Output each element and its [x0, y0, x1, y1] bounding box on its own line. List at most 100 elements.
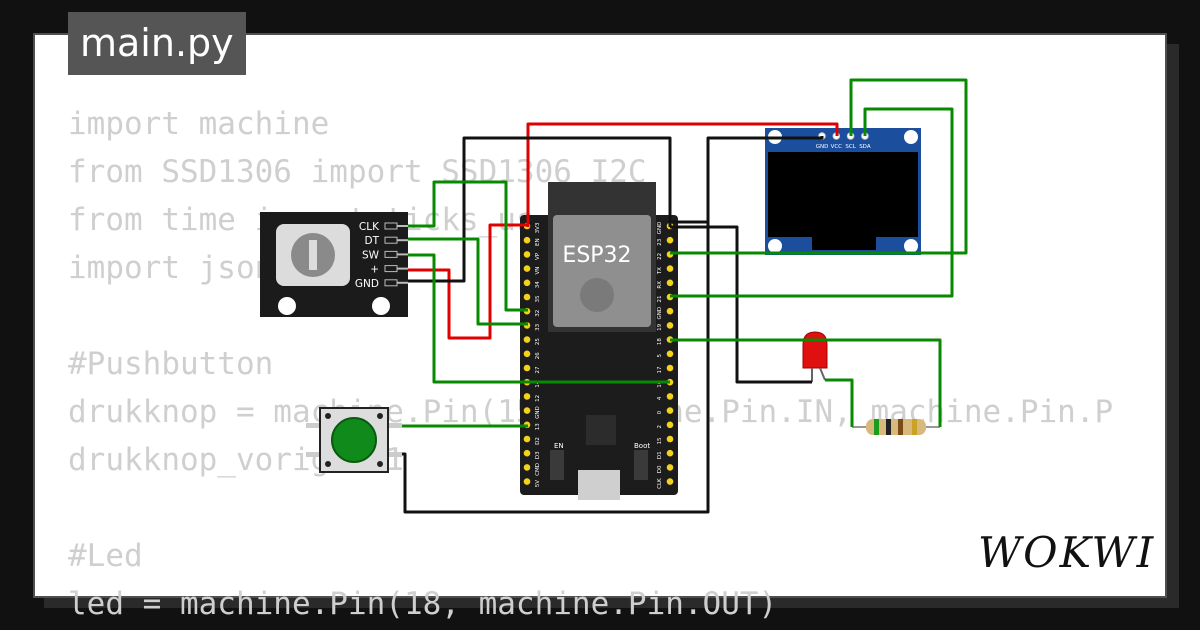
en-button[interactable]: [550, 450, 564, 480]
wire-green-sda: [670, 107, 954, 298]
oled-pin-label: SCL: [845, 144, 856, 150]
esp32-left-pin[interactable]: [523, 265, 531, 272]
esp32-right-pin[interactable]: [666, 350, 674, 358]
esp32-right-pin[interactable]: [666, 322, 674, 329]
encoder-pin-label: DT: [365, 235, 380, 247]
wire-black-gnd-right: [670, 136, 824, 224]
pushbutton-cap-icon[interactable]: [331, 417, 377, 463]
code-line: from time import ticks_us: [68, 202, 535, 238]
esp32-right-pin-label: 22: [657, 253, 663, 260]
esp32-left-pin-label: VP: [535, 252, 541, 260]
esp32-left-pin-label: 35: [535, 295, 541, 302]
pushbutton[interactable]: [306, 407, 402, 473]
esp32-right-pin[interactable]: [666, 478, 674, 485]
esp32-right-pin-label: 17: [657, 366, 663, 373]
boot-button[interactable]: [634, 450, 648, 480]
esp32-left-pin[interactable]: [523, 279, 531, 287]
esp32-left-pin[interactable]: [523, 251, 531, 258]
esp32-right-pin-label: 0: [657, 410, 663, 414]
code-line: import machine: [68, 106, 330, 142]
esp32-left-pin[interactable]: [523, 236, 531, 244]
esp32-right-pin-label: 19: [657, 323, 663, 330]
esp32-right-pin[interactable]: [666, 421, 674, 429]
code-line: import json: [68, 250, 274, 286]
en-label: EN: [554, 442, 564, 450]
esp32-left-pin[interactable]: [523, 478, 531, 485]
esp32-right-pin[interactable]: [666, 265, 674, 272]
code-line: from SSD1306 import SSD1306_I2C: [68, 154, 647, 190]
wire-black-gnd-oled: [408, 136, 672, 283]
wire-red-encoder-plus: [408, 223, 528, 340]
code-line: led = machine.Pin(18, machine.Pin.OUT): [68, 586, 778, 622]
resistor[interactable]: [852, 419, 940, 435]
boot-label: Boot: [634, 442, 650, 450]
esp32-right-pin-label: TX: [657, 267, 663, 275]
esp32-left-pin-label: 14: [535, 380, 541, 387]
encoder-pin-label: CLK: [359, 221, 380, 233]
code-line: #Pushbutton: [68, 346, 274, 382]
esp32-left-pin-label: 33: [535, 323, 541, 330]
esp32-left-pins: 3V3ENVPVN343532332526271412GND13D2D3CMD5…: [523, 222, 541, 487]
esp32-left-pin-label: D2: [535, 437, 541, 445]
esp32-left-pin-label: 12: [535, 395, 541, 402]
esp32-right-pin[interactable]: [666, 279, 674, 287]
esp32-left-pin-label: D3: [535, 451, 541, 459]
oled-pin-label: VCC: [831, 144, 843, 150]
usb-port-icon: [578, 470, 620, 500]
frame-shadow-right: [1167, 44, 1179, 602]
esp32-right-pin-label: 5: [657, 354, 663, 358]
esp32-left-pin[interactable]: [523, 336, 531, 343]
esp32-right-pin-label: 18: [657, 338, 663, 345]
esp32-left-pin[interactable]: [523, 364, 531, 372]
encoder-pin-label: GND: [355, 278, 379, 290]
esp32-left-pin-label: GND: [535, 406, 541, 419]
esp32-right-pin-label: 23: [657, 238, 663, 245]
wire-black-led: [670, 225, 812, 384]
wire-black-button: [402, 222, 710, 514]
esp32-right-pin-label: GND: [657, 307, 663, 320]
esp32-board[interactable]: ESP32 EN Boot 3V3ENVPVN34353233252627141…: [520, 182, 678, 500]
esp32-right-pin[interactable]: [666, 393, 674, 400]
esp32-left-pin-label: 32: [535, 310, 541, 317]
esp32-right-pin-label: 15: [657, 437, 663, 444]
esp32-right-pin-label: GND: [657, 222, 663, 235]
esp32-right-pin[interactable]: [666, 236, 674, 244]
esp32-left-pin[interactable]: [523, 393, 531, 400]
esp32-right-pin[interactable]: [666, 364, 674, 372]
esp32-left-pin[interactable]: [523, 350, 531, 358]
esp32-right-pin[interactable]: [666, 435, 674, 443]
esp32-right-pin-label: 2: [657, 425, 663, 429]
esp32-left-pin[interactable]: [523, 464, 531, 471]
esp32-left-pin[interactable]: [523, 435, 531, 443]
esp32-right-pin-label: D1: [657, 451, 663, 459]
encoder-pin-label: +: [370, 264, 379, 276]
esp32-left-pin-label: 5V: [535, 480, 541, 487]
wire-green-clk: [408, 180, 528, 312]
wire-green-dt: [408, 237, 528, 326]
esp32-left-pin-label: 27: [535, 366, 541, 373]
wires: [402, 78, 968, 514]
esp32-right-pin[interactable]: [666, 449, 674, 457]
esp32-right-pin[interactable]: [666, 464, 674, 471]
esp32-right-pin[interactable]: [666, 407, 674, 414]
esp32-right-pin-label: 4: [657, 396, 663, 400]
file-tab[interactable]: main.py: [68, 12, 246, 75]
esp32-left-pin[interactable]: [523, 449, 531, 457]
wokwi-logo: WOKWI: [978, 528, 1156, 577]
esp32-right-pin-label: D0: [657, 465, 663, 473]
esp32-left-pin-label: 13: [535, 423, 541, 430]
esp32-right-pin-label: RX: [657, 281, 663, 289]
usb-chip: [586, 415, 616, 445]
code-line: #Led: [68, 538, 143, 574]
esp32-left-pin-label: EN: [535, 238, 541, 246]
esp32-right-pin[interactable]: [666, 307, 674, 315]
wire-green-led: [670, 338, 942, 427]
esp32-left-pin[interactable]: [523, 407, 531, 414]
esp32-left-pin-label: CMD: [535, 463, 541, 476]
wire-green-sw: [408, 253, 670, 384]
esp32-left-pin[interactable]: [523, 293, 531, 301]
